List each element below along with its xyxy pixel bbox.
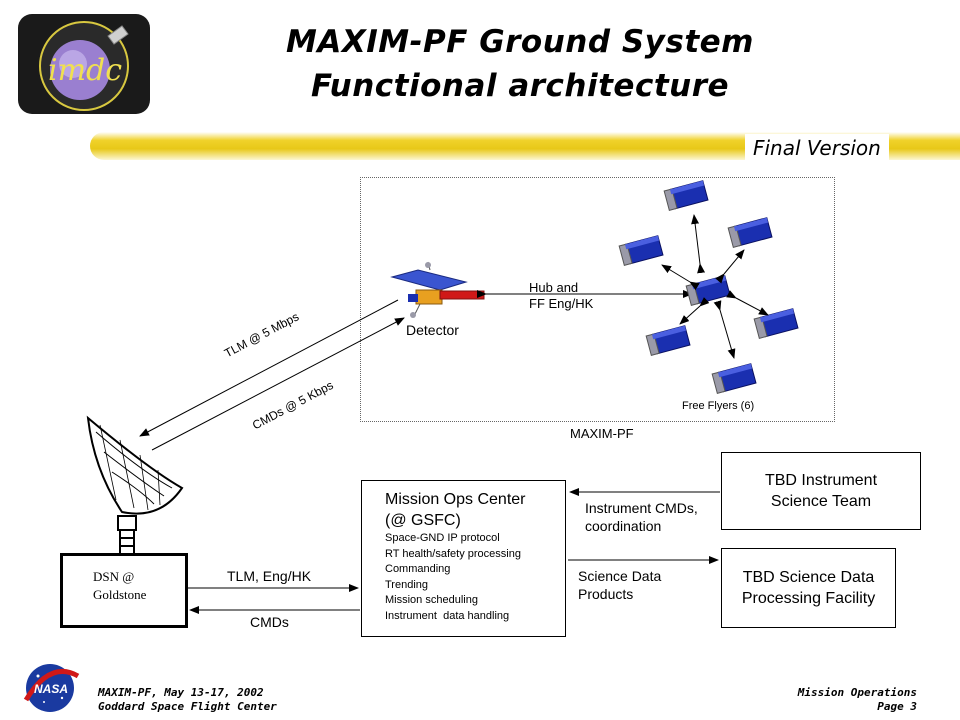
- mission-ops-title-1: Mission Ops Center: [385, 491, 526, 508]
- mission-ops-item: Commanding: [385, 563, 451, 575]
- flyer-links: [661, 214, 769, 359]
- tbd-instrument-team-box: TBD Instrument Science Team: [721, 452, 921, 530]
- free-flyer-1: [663, 180, 709, 211]
- mission-ops-item: Instrument data handling: [385, 609, 510, 622]
- free-flyer-2: [727, 217, 773, 248]
- mission-ops-center-box: Mission Ops Center (@ GSFC) Space-GND IP…: [361, 480, 566, 637]
- mission-ops-title-2: (@ GSFC): [385, 512, 461, 529]
- footer-right: Mission Operations Page 3: [760, 686, 917, 714]
- dsn-dish-antenna: [86, 415, 184, 555]
- detector-label: Detector: [406, 322, 459, 338]
- tbd-science-line1: TBD Science Data: [742, 569, 875, 586]
- tbd-science-facility-box: TBD Science Data Processing Facility: [721, 548, 896, 628]
- cmd-uplink-arrow: [151, 317, 405, 451]
- hub-label-line1: Hub and: [529, 280, 579, 295]
- tlm-eng-label: TLM, Eng/HK: [227, 568, 312, 584]
- free-flyers-cluster: [618, 180, 799, 394]
- tbd-instrument-line2: Science Team: [770, 493, 872, 510]
- science-products-line1: Science Data: [578, 568, 662, 584]
- free-flyer-4: [753, 308, 799, 339]
- maxim-pf-label: MAXIM-PF: [570, 426, 634, 441]
- hub-flyer: [685, 275, 731, 306]
- free-flyer-5: [645, 325, 691, 356]
- title-line-1: MAXIM-PF Ground System: [286, 24, 754, 60]
- hub-label: Hub and FF Eng/HK: [529, 280, 593, 312]
- hub-label-line2: FF Eng/HK: [529, 296, 594, 311]
- free-flyers-label: Free Flyers (6): [682, 400, 755, 412]
- dsn-line2: Goldstone: [93, 587, 147, 602]
- science-products-label: Science Data Products: [578, 567, 661, 603]
- science-products-line2: Products: [578, 586, 634, 602]
- page-title: MAXIM-PF Ground System Functional archit…: [200, 20, 840, 108]
- dsn-goldstone-box: DSN @ Goldstone: [60, 553, 188, 628]
- footer-event: MAXIM-PF, May 13-17, 2002: [98, 686, 264, 699]
- cmds-label: CMDs: [250, 614, 289, 630]
- free-flyer-6: [711, 363, 757, 394]
- instrument-cmds-label: Instrument CMDs, coordination: [585, 499, 698, 535]
- tbd-instrument-line1: TBD Instrument: [764, 472, 878, 489]
- nasa-logo: NASA: [23, 664, 80, 712]
- mission-ops-item: RT health/safety processing: [385, 547, 521, 560]
- footer-org: Goddard Space Flight Center: [98, 700, 277, 713]
- logo-text: imdc: [48, 53, 122, 88]
- maxim-pf-boundary: [360, 177, 835, 422]
- instrument-cmds-line1: Instrument CMDs,: [585, 500, 698, 516]
- detector-spacecraft: [390, 261, 485, 318]
- free-flyer-3: [618, 235, 664, 266]
- instrument-cmds-line2: coordination: [585, 518, 662, 534]
- footer-section: Mission Operations: [797, 686, 917, 699]
- nasa-text: NASA: [34, 682, 68, 696]
- title-line-2: Functional architecture: [310, 68, 730, 104]
- mission-ops-item: Trending: [385, 578, 429, 591]
- mission-ops-item: Space-GND IP protocol: [385, 532, 500, 544]
- footer-page-number: Page 3: [877, 700, 917, 713]
- imdc-logo: imdc: [18, 14, 150, 114]
- footer-left: MAXIM-PF, May 13-17, 2002 Goddard Space …: [98, 686, 277, 714]
- final-version-label: Final Version: [745, 134, 889, 162]
- mission-ops-item: Mission scheduling: [385, 594, 478, 606]
- tbd-science-line2: Processing Facility: [741, 590, 876, 607]
- dsn-line1: DSN @: [93, 569, 135, 584]
- tlm-downlink-arrow: [139, 299, 399, 437]
